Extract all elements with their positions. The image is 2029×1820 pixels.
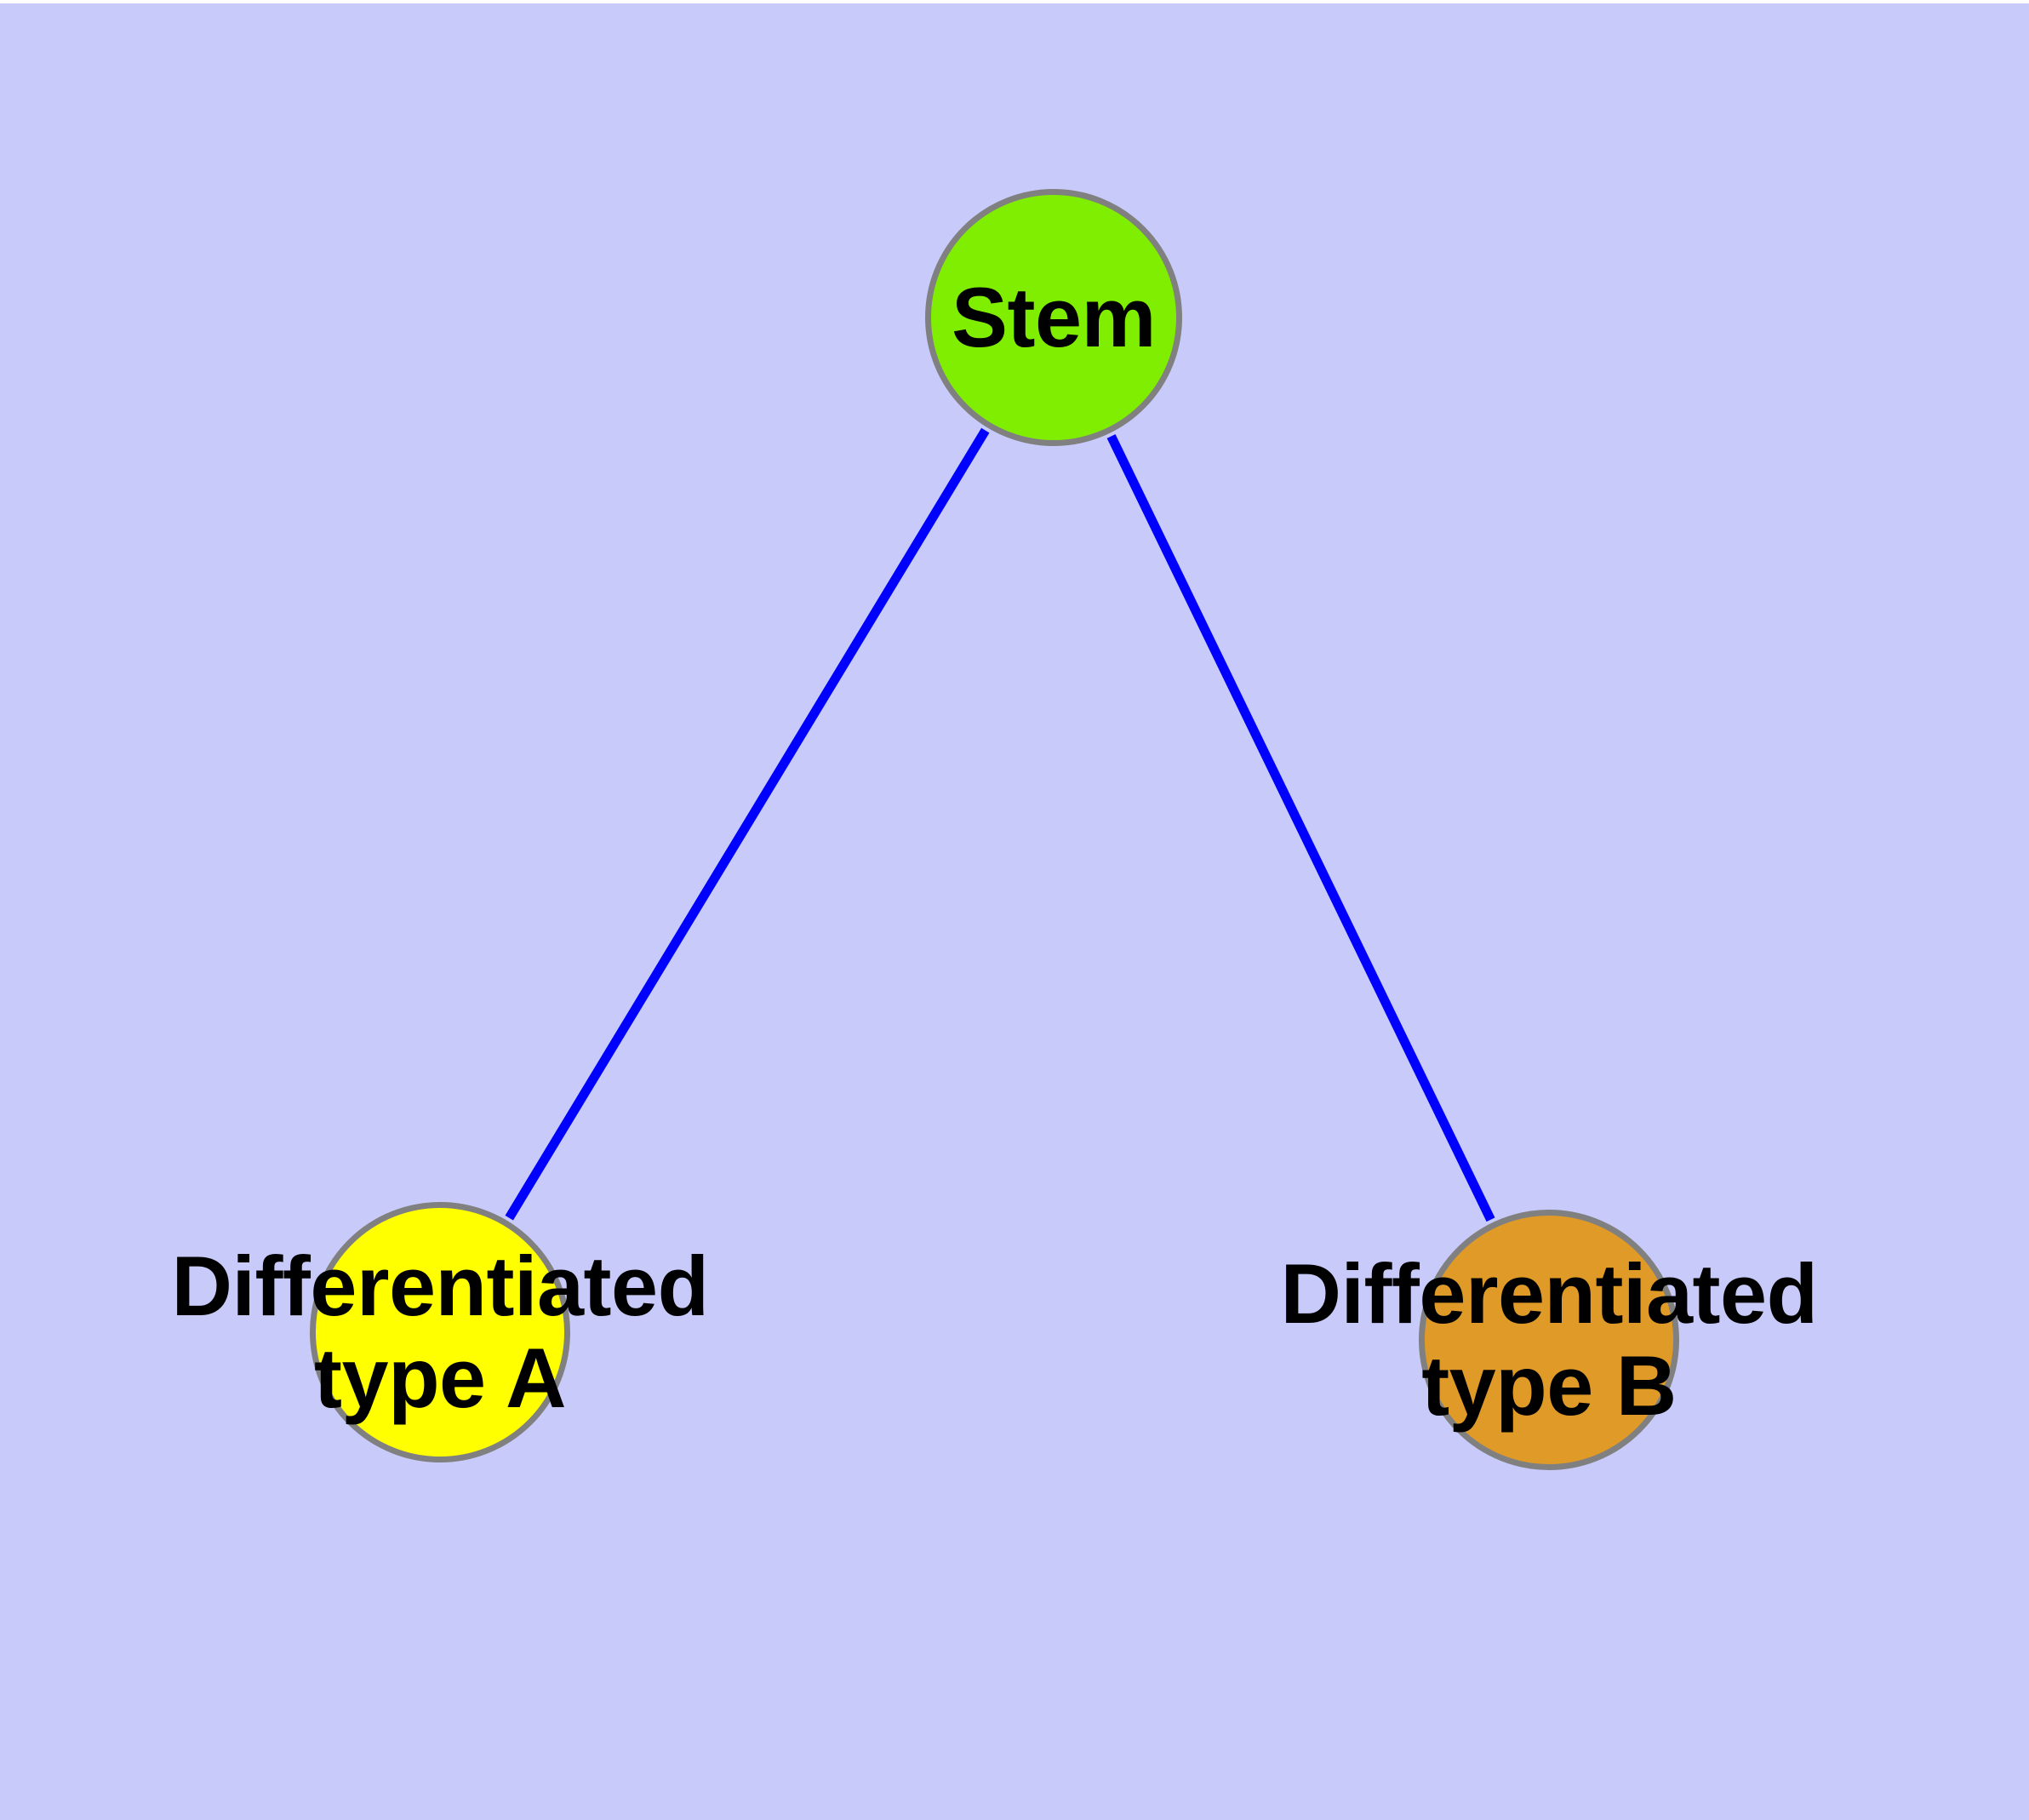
- edge-layer: [505, 427, 1495, 1222]
- edge-stem-to-differentiated-type-a[interactable]: [505, 427, 990, 1221]
- node-stem[interactable]: [925, 189, 1182, 446]
- node-differentiated-type-a[interactable]: [310, 1202, 570, 1462]
- node-differentiated-type-b[interactable]: [1419, 1210, 1679, 1470]
- node-layer: [310, 189, 1679, 1470]
- edge-stem-to-differentiated-type-b[interactable]: [1106, 434, 1495, 1222]
